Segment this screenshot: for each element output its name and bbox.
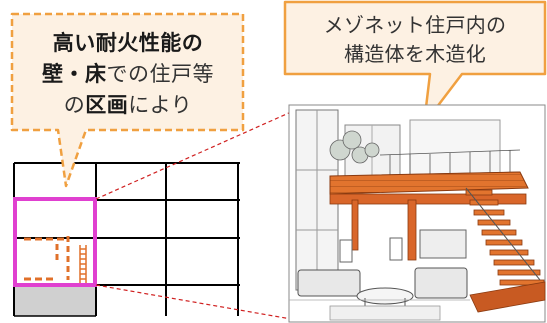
unit-highlight-frame — [13, 197, 97, 287]
callout-left-text: 高い耐火性能の 壁・床での住戸等 の区画により — [10, 28, 246, 121]
callout-left-sep: ・ — [63, 62, 85, 86]
callout-right-line1: メゾネット住戸内の — [323, 13, 507, 37]
kitchen-counter — [419, 229, 467, 259]
callout-left-floor: 床 — [85, 62, 107, 86]
callout-left-wall: 壁 — [42, 62, 64, 86]
plants — [329, 130, 380, 164]
timber-column — [351, 199, 359, 251]
callout-right-text: メゾネット住戸内の 構造体を木造化 — [286, 11, 544, 69]
callout-left-compartment: 区画 — [85, 93, 129, 117]
timber-unit-marks — [24, 236, 87, 284]
leader-line-bottom — [95, 284, 292, 320]
stair-mark — [79, 245, 87, 284]
leader-line-top — [95, 111, 292, 200]
callout-left-line3-a: の — [63, 93, 86, 117]
interior-illustration — [288, 104, 546, 323]
timber-staircase — [465, 189, 546, 313]
rug — [329, 305, 441, 321]
callout-left-line3-rest: により — [128, 93, 193, 117]
timber-beam — [329, 193, 527, 205]
upper-room-wall — [409, 119, 501, 176]
sofa — [297, 267, 468, 299]
chairs — [339, 237, 403, 263]
callout-right-line2: 構造体を木造化 — [343, 42, 487, 66]
ground-floor-shading — [14, 286, 96, 316]
timber-loft-floor — [329, 171, 529, 195]
callout-right-box — [283, 0, 547, 126]
callout-left-box — [10, 12, 245, 188]
callout-left-line2-rest: での住戸等 — [106, 62, 214, 86]
callout-left-line1: 高い耐火性能の — [52, 31, 204, 55]
timber-column — [407, 199, 417, 261]
